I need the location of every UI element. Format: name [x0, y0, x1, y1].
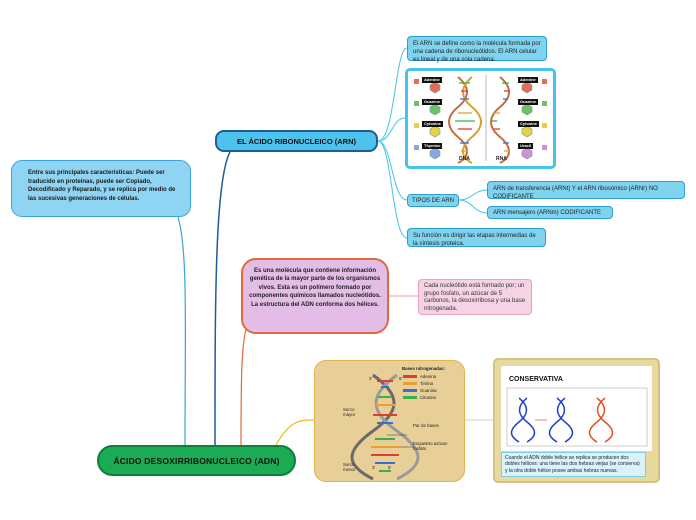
- rna-strand: [490, 76, 510, 164]
- characteristics-note[interactable]: Entre sus principales características: P…: [11, 160, 191, 217]
- connector-types-1: [458, 189, 488, 201]
- dna-base-label: Adenine: [422, 77, 442, 83]
- arn-types-node[interactable]: TIPOS DE ARN: [407, 194, 459, 207]
- connector-types-2: [458, 199, 488, 214]
- rna-base-label: Guanine: [518, 99, 539, 105]
- connector-root-arn: [214, 151, 231, 446]
- rna-label: RNA: [496, 156, 507, 162]
- dna-label: DNA: [459, 156, 470, 162]
- surco-menor-label: Surco menor: [343, 462, 356, 472]
- connector-arn-definition: [377, 47, 408, 142]
- connector-arn-image: [377, 117, 406, 142]
- dna-structure-image[interactable]: Bases nitrogenadas: Adenina Timina Guani…: [314, 360, 465, 482]
- legend-item: Guanina: [420, 388, 437, 393]
- conservative-caption: Cuando el ADN doble hélice se replica se…: [501, 452, 646, 477]
- rna-base-label: Cytosine: [518, 121, 539, 127]
- dna-base-label: Cytosine: [422, 121, 443, 127]
- arn-type-noncoding[interactable]: ARN de transferencia (ARNt) Y el ARN rib…: [487, 181, 685, 200]
- connector-root-pink: [240, 319, 251, 446]
- end-label: 5': [388, 465, 392, 470]
- connector-root-dna-image: [275, 419, 315, 446]
- legend-item: Adenina: [420, 374, 437, 379]
- connector-arn-function: [377, 140, 408, 239]
- base-pair-label: Par de bases: [413, 423, 439, 428]
- arn-definition-note[interactable]: El ARN se define como la molécula formad…: [407, 36, 547, 63]
- legend-item: Citosina: [420, 395, 436, 400]
- arn-type-coding[interactable]: ARN mensajero (ARNm) CODIFICANTE: [487, 206, 613, 219]
- legend-swatches: [403, 375, 417, 399]
- end-label: 3': [372, 465, 376, 470]
- end-label: 5': [399, 376, 403, 381]
- dna-rna-diagram: [414, 75, 547, 164]
- surco-mayor-label: Surco mayor: [343, 407, 356, 417]
- conservative-title: CONSERVATIVA: [509, 376, 563, 383]
- arn-node[interactable]: EL ÁCIDO RIBONUCLEICO (ARN): [215, 130, 378, 152]
- conservative-replication-image[interactable]: CONSERVATIVA Cuando el ADN doble hélice …: [493, 358, 660, 483]
- nucleotide-note[interactable]: Cada nucleótido está formado por; un gru…: [418, 279, 532, 315]
- rna-base-label: Uracil: [518, 143, 534, 149]
- dna-rna-image[interactable]: Adenine Guanine Cytosine Thymine Adenine…: [405, 68, 556, 169]
- connector-arn-types: [377, 140, 408, 201]
- arn-function-note[interactable]: Su función es dirigir las etapas interme…: [407, 228, 546, 247]
- dna-helix: [448, 76, 482, 164]
- adn-description-note[interactable]: Es una molécula que contiene información…: [241, 258, 389, 334]
- rna-base-label: Adenine: [518, 77, 538, 83]
- dna-double-helix: [350, 373, 420, 481]
- replication-helices: [506, 387, 648, 447]
- backbone-label: Esqueleto azúcar-fosfato: [413, 441, 449, 451]
- conservative-diagram: CONSERVATIVA: [501, 366, 652, 451]
- end-label: 3': [369, 376, 373, 381]
- legend-item: Timina: [420, 381, 434, 386]
- legend-title: Bases nitrogenadas:: [402, 366, 446, 371]
- dna-base-label: Guanine: [422, 99, 443, 105]
- connector-root-left-note: [177, 216, 187, 446]
- dna-base-label: Thymine: [422, 143, 443, 149]
- root-node-adn[interactable]: ÁCIDO DESOXIRRIBONUCLEICO (ADN): [97, 445, 296, 476]
